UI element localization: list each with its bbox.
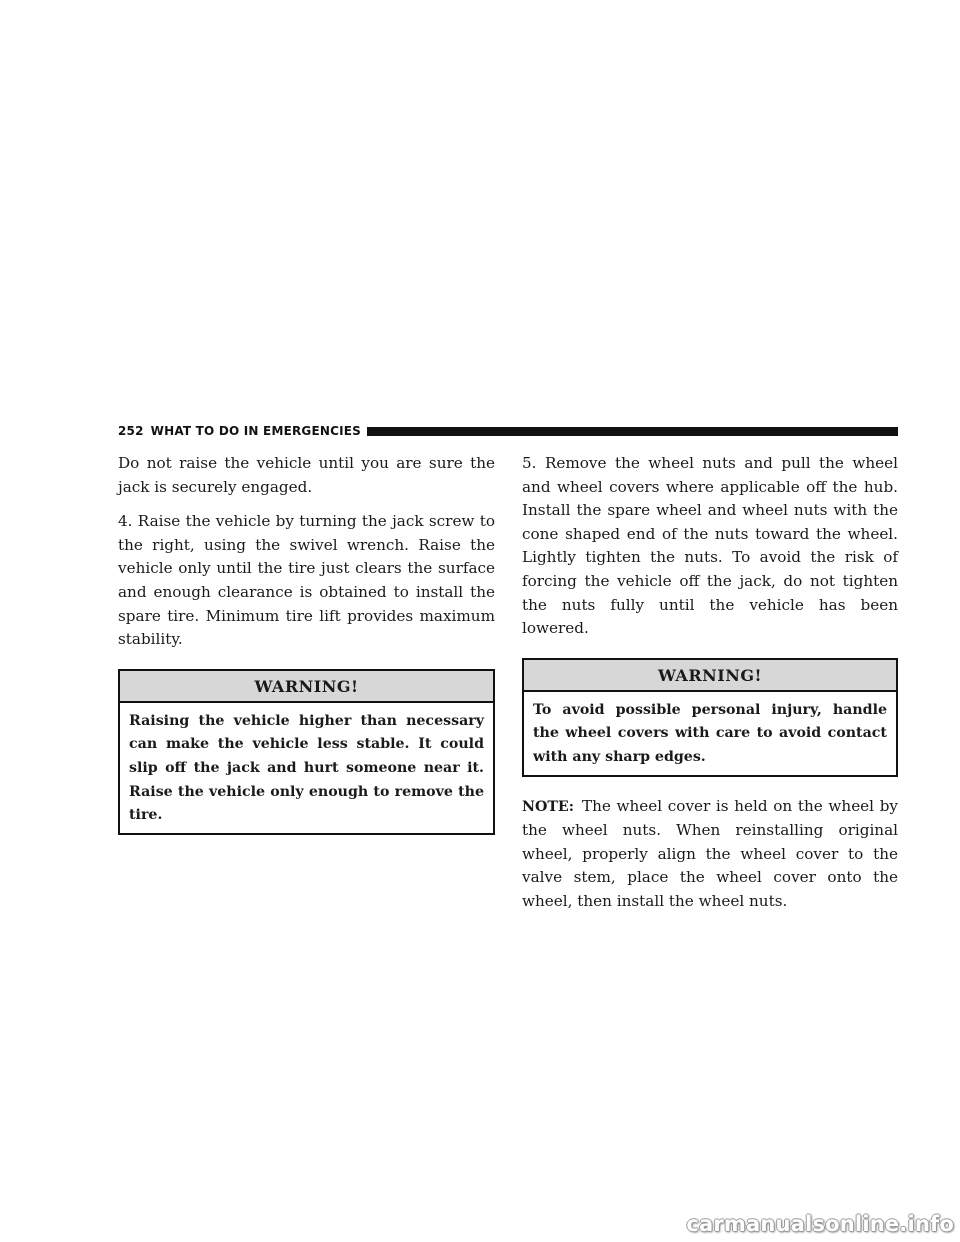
left-column: Do not raise the vehicle until you are s… <box>118 452 495 853</box>
page-header: 252 WHAT TO DO IN EMERGENCIES <box>118 423 898 439</box>
paragraph-step-5: 5. Remove the wheel nuts and pull the wh… <box>522 454 898 638</box>
note-label: NOTE: <box>522 798 574 815</box>
paragraph-step-4: 4. Raise the vehicle by turning the jack… <box>118 512 495 649</box>
right-column: 5. Remove the wheel nuts and pull the wh… <box>522 452 898 925</box>
page-number: 252 <box>118 424 144 438</box>
warning-box-raise-vehicle: WARNING! Raising the vehicle higher than… <box>118 668 495 835</box>
warning-box-wheel-covers: WARNING! To avoid possible personal inju… <box>522 657 898 777</box>
note-paragraph: NOTE:The wheel cover is held on the whee… <box>522 795 898 914</box>
warning-text: To avoid possible personal injury, handl… <box>533 701 887 765</box>
header-rule <box>367 426 898 436</box>
warning-title: WARNING! <box>120 670 493 703</box>
warning-text: Raising the vehicle higher than necessar… <box>129 712 484 824</box>
warning-title: WARNING! <box>524 659 896 692</box>
section-title: WHAT TO DO IN EMERGENCIES <box>150 424 362 438</box>
watermark-link[interactable]: carmanualsonline.info <box>686 1212 954 1236</box>
note-text: The wheel cover is held on the wheel by … <box>522 796 898 910</box>
paragraph-jack-engaged: Do not raise the vehicle until you are s… <box>118 454 495 496</box>
